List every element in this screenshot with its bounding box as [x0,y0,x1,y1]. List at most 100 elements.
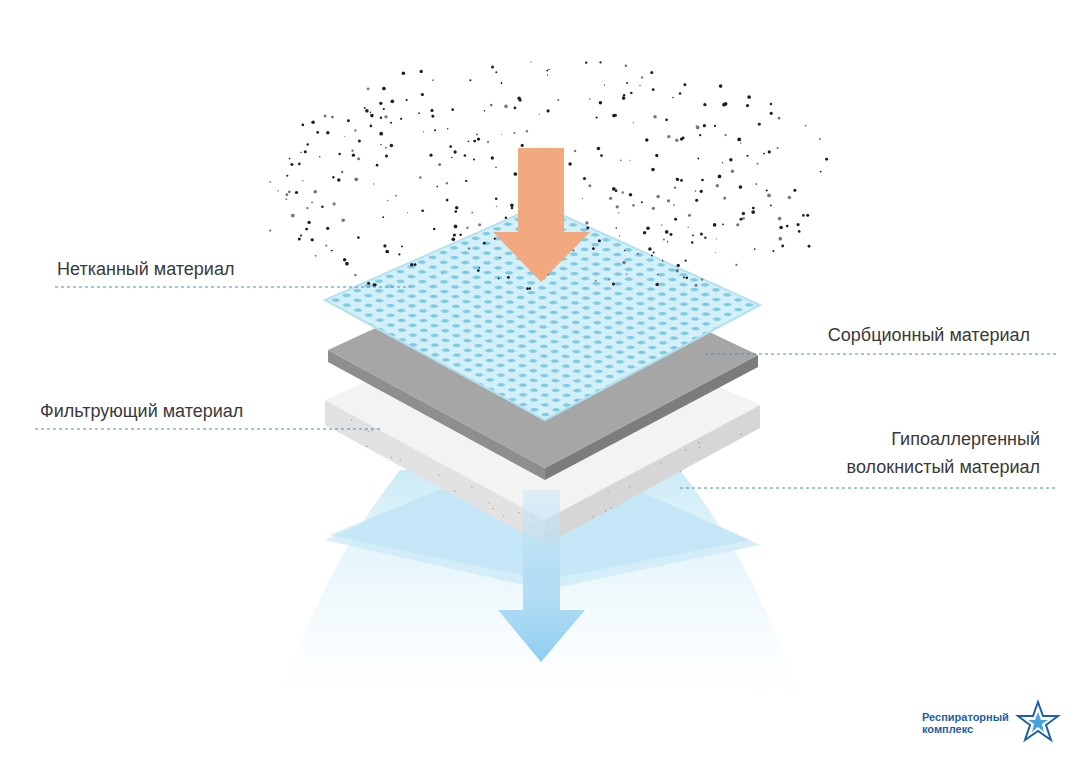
dust-dot [459,233,461,235]
dust-dot [469,79,471,81]
dust-dot [402,72,406,76]
dust-dot [324,115,327,118]
dust-dot [354,129,356,131]
dust-dot [648,247,651,250]
dust-dot [483,242,486,245]
dust-dot [746,155,748,157]
dust-dot [735,264,737,266]
dust-dot [687,226,689,228]
dust-dot [723,197,726,200]
dust-dot [313,190,317,194]
dust-dot [704,237,706,239]
fiber-dot [680,471,681,472]
dust-dot [798,230,801,233]
dust-dot [714,125,716,127]
dust-dot [337,178,341,182]
fiber-dot [591,517,592,518]
dust-dot [326,227,329,230]
dust-dot [288,190,291,193]
dust-dot [701,278,703,280]
dust-dot [420,70,423,73]
dust-dot [692,234,694,236]
dust-dot [778,237,782,241]
dust-dot [597,147,601,151]
dust-dot [768,150,771,153]
dust-dot [770,103,772,105]
fiber-dot [438,475,439,476]
dust-dot [384,115,387,118]
dust-dot [643,231,646,234]
dust-dot [701,179,704,182]
dust-dot [347,119,350,122]
dust-dot [674,218,677,221]
dust-dot [675,269,678,272]
dust-dot [548,69,549,70]
dust-dot [680,179,683,182]
dust-dot [820,171,822,173]
dust-dot [646,226,650,230]
dust-dot [676,178,679,181]
dust-dot [652,207,655,210]
dust-dot [599,61,601,63]
dust-dot [626,82,628,84]
dust-dot [383,108,385,110]
dust-dot [802,214,805,217]
dust-dot [447,128,448,129]
fiber-dot [454,491,455,492]
dust-dot [805,125,807,127]
dust-dot [311,120,315,124]
dust-dot [752,207,755,210]
dust-dot [589,98,591,100]
dust-dot [501,134,502,135]
dust-dot [358,140,361,143]
dust-dot [651,255,653,257]
dust-dot [385,155,388,158]
fiber-dot [368,431,369,432]
layer-label: Гипоаллергенный волокнистый материал [825,425,1040,481]
dust-dot [298,237,301,240]
dust-dot [421,209,424,212]
fiber-dot [660,462,661,463]
dust-dot [547,109,550,112]
outflow-arrow [498,490,585,662]
dust-dot [315,255,317,257]
fiber-dot [699,447,700,448]
dust-dot [507,276,510,279]
dust-dot [637,253,638,254]
dust-dot [487,141,489,143]
dust-dot [451,237,455,241]
dust-dot [574,150,576,152]
dust-dot [352,154,355,157]
dust-dot [494,238,496,240]
dust-dot [484,110,485,111]
leader-line [705,353,1056,354]
dust-dot [385,250,389,254]
layer-label: Сорбционный материал [828,321,1030,349]
dust-dot [719,84,723,88]
dust-dot [383,244,386,247]
dust-dot [418,112,420,114]
dust-dot [455,206,458,209]
dust-dot [622,96,626,100]
dust-dot [655,154,658,157]
dust-dot [770,112,773,115]
dust-dot [806,214,809,217]
dust-dot [269,181,270,182]
dust-dot [379,102,382,105]
dust-dot [401,245,403,247]
dust-dot [757,163,759,165]
dust-dot [446,199,449,202]
fiber-dot [400,459,401,460]
dust-dot [777,147,779,149]
dust-dot [786,225,789,228]
dust-dot [624,250,625,251]
dust-dot [367,282,370,285]
dust-dot [718,175,722,179]
dust-dot [290,163,293,166]
logo-star [1018,702,1058,740]
dust-dot [495,71,497,73]
dust-dot [547,74,548,75]
dust-dot [379,132,383,136]
dust-dot [614,114,617,117]
